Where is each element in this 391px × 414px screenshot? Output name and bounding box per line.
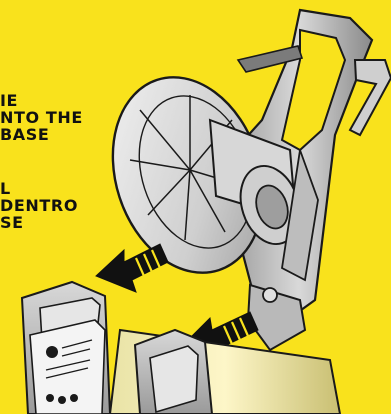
screw-icon [263,288,277,302]
product-label-plate [30,320,105,414]
brand-logo-icon [46,346,58,358]
arrow-upper-icon [96,244,168,292]
